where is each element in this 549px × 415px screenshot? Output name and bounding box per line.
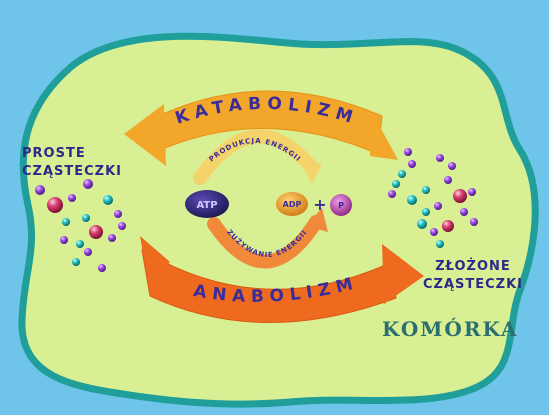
molecule — [392, 180, 400, 188]
energy-use-arrow — [207, 208, 328, 269]
atp-molecule — [185, 190, 229, 218]
molecule — [98, 264, 106, 272]
phosphate-molecule — [330, 194, 352, 216]
molecule — [89, 225, 103, 239]
molecule — [114, 210, 122, 218]
molecule — [404, 148, 412, 156]
molecule — [470, 218, 478, 226]
molecule — [407, 195, 417, 205]
molecule — [430, 228, 438, 236]
molecule — [82, 214, 90, 222]
molecule — [444, 176, 452, 184]
molecule — [434, 202, 442, 210]
molecule — [388, 190, 396, 198]
molecule — [76, 240, 84, 248]
molecule — [62, 218, 70, 226]
molecule — [47, 197, 63, 213]
atp-label: ATP — [196, 200, 217, 211]
phosphate-label: P — [338, 201, 344, 210]
simple-molecules-label-line1: PROSTE — [22, 146, 86, 161]
molecule — [422, 186, 430, 194]
molecule — [84, 248, 92, 256]
molecule — [442, 220, 454, 232]
molecule — [436, 240, 444, 248]
molecule — [453, 189, 467, 203]
adp-label: ADP — [283, 200, 302, 209]
molecule — [398, 170, 406, 178]
molecule — [422, 208, 430, 216]
molecule — [436, 154, 444, 162]
molecule — [72, 258, 80, 266]
complex-molecules-label-line2: CZĄSTECZKI — [422, 277, 524, 292]
simple-molecules-label-line2: CZĄSTECZKI — [22, 164, 123, 179]
molecule — [68, 194, 76, 202]
simple-molecules — [35, 179, 126, 272]
molecule — [448, 162, 456, 170]
molecule — [408, 160, 416, 168]
simple-molecules-label: PROSTE CZĄSTECZKI — [22, 145, 142, 181]
complex-molecules — [388, 148, 478, 248]
adp-molecule — [276, 192, 308, 216]
molecule — [60, 236, 68, 244]
complex-molecules-label-line1: ZŁOŻONE — [435, 259, 511, 274]
energy-production-arrow — [193, 129, 322, 185]
complex-molecules-label: ZŁOŻONE CZĄSTECZKI — [408, 258, 538, 294]
anabolism-arrow — [140, 236, 424, 323]
molecule — [417, 219, 427, 229]
molecule — [103, 195, 113, 205]
catabolism-arrow — [124, 90, 398, 166]
molecule — [118, 222, 126, 230]
molecule — [108, 234, 116, 242]
molecule — [468, 188, 476, 196]
molecule — [83, 179, 93, 189]
molecule — [460, 208, 468, 216]
cell-label: KOMÓRKA — [382, 317, 519, 341]
plus-sign: + — [313, 195, 326, 214]
molecule — [35, 185, 45, 195]
